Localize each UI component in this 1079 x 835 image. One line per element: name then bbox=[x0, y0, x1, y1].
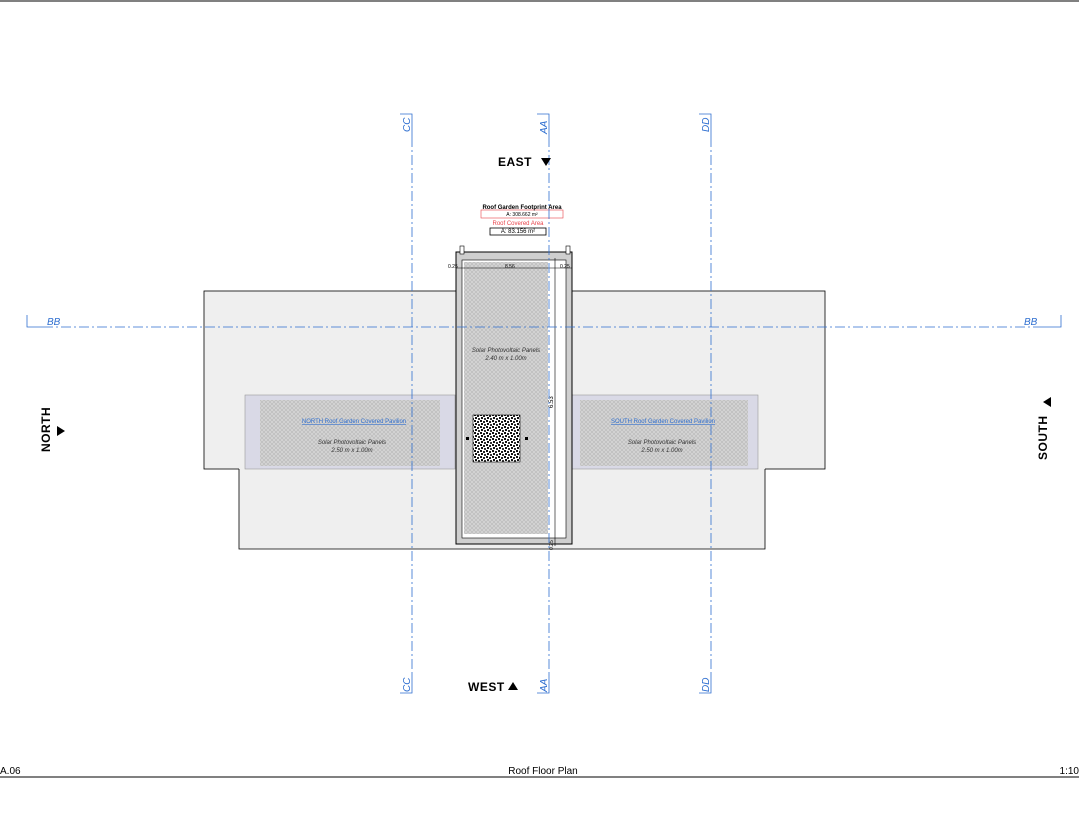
section-label-cc-top: CC bbox=[402, 117, 413, 132]
west-label: WEST bbox=[468, 680, 505, 694]
north-panel-label: Solar Photovoltaic Panels bbox=[318, 440, 386, 446]
dim-top-width: 8.56 bbox=[505, 264, 515, 270]
section-label-dd-bottom: DD bbox=[701, 678, 712, 692]
dimension-lines bbox=[456, 258, 572, 546]
skylight-opening bbox=[472, 414, 521, 463]
north-label: NORTH bbox=[39, 407, 53, 452]
south-label: SOUTH bbox=[1036, 416, 1050, 461]
section-label-bb-right: BB bbox=[1024, 317, 1038, 328]
south-pavilion-heading: SOUTH Roof Garden Covered Pavilion bbox=[611, 419, 715, 425]
north-pavilion bbox=[244, 394, 456, 470]
north-panel-size: 2.50 m x 1.00m bbox=[330, 448, 372, 454]
south-panel-size: 2.50 m x 1.00m bbox=[640, 448, 682, 454]
drawing-title: Roof Floor Plan bbox=[508, 766, 577, 777]
section-label-cc-bottom: CC bbox=[402, 677, 413, 692]
south-pavilion bbox=[569, 394, 759, 470]
section-label-bb-left: BB bbox=[47, 317, 61, 328]
south-panel-label: Solar Photovoltaic Panels bbox=[628, 440, 696, 446]
section-marker-frames bbox=[26, 113, 1062, 694]
sheet-number: A.06 bbox=[0, 766, 21, 777]
east-arrow-icon bbox=[541, 158, 551, 166]
south-arrow-icon bbox=[1043, 397, 1051, 407]
section-label-aa-top: AA bbox=[539, 120, 550, 135]
dim-top-right: 0.25 bbox=[560, 264, 570, 270]
east-label: EAST bbox=[498, 155, 532, 169]
section-label-dd-top: DD bbox=[701, 118, 712, 132]
north-arrow-icon bbox=[57, 426, 65, 436]
section-label-aa-bottom: AA bbox=[539, 678, 550, 693]
covered-area-title: Roof Covered Area bbox=[492, 221, 544, 227]
section-lines bbox=[43, 137, 1040, 672]
north-pavilion-heading: NORTH Roof Garden Covered Pavilion bbox=[302, 419, 406, 425]
central-panel-size: 2.40 m x 1.00m bbox=[484, 356, 526, 362]
dim-side-length: 6.53 bbox=[549, 396, 555, 408]
roof-garden-tower bbox=[455, 245, 573, 545]
dim-top-left: 0.25 bbox=[448, 264, 458, 270]
central-panel-label: Solar Photovoltaic Panels bbox=[472, 348, 540, 354]
footprint-area-value: A: 308.662 m² bbox=[506, 212, 538, 218]
dim-bottom-right: 0.25 bbox=[549, 540, 555, 550]
area-tag-group bbox=[480, 209, 564, 236]
footprint-area-title: Roof Garden Footprint Area bbox=[482, 205, 562, 211]
covered-area-value: A: 83.156 m² bbox=[501, 229, 535, 235]
west-arrow-icon bbox=[508, 682, 518, 690]
drawing-scale: 1:10 bbox=[1060, 766, 1079, 777]
